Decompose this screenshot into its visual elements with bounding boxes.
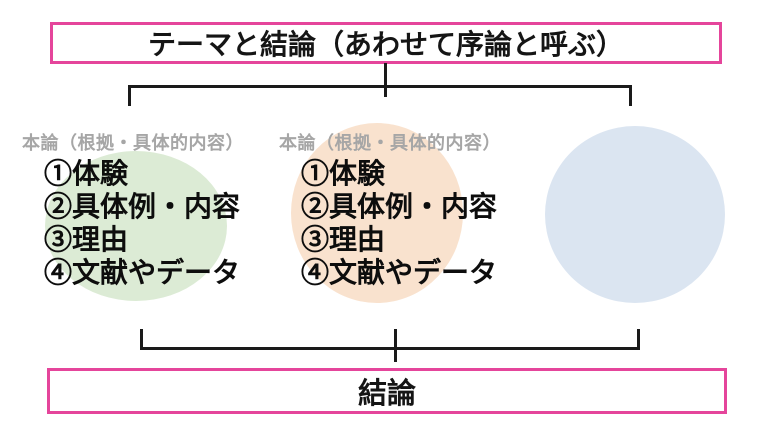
body-column-items: ①体験 ②具体例・内容 ③理由 ④文献やデータ xyxy=(301,157,501,289)
list-item: ④文献やデータ xyxy=(301,257,498,288)
list-item: ②具体例・内容 xyxy=(301,191,498,222)
conclusion-connector-line xyxy=(394,329,397,362)
body-column-heading: 本論（根拠・具体的内容） xyxy=(279,133,501,153)
bottom-bracket xyxy=(140,329,640,350)
body-column-items: ①体験 ②具体例・内容 ③理由 ④文献やデータ xyxy=(44,157,244,289)
body-column-heading: 本論（根拠・具体的内容） xyxy=(22,133,244,153)
body-circle-orange xyxy=(291,123,463,303)
list-item: ④文献やデータ xyxy=(44,257,241,288)
conclusion-box: 結論 xyxy=(47,368,727,414)
body-circle-green xyxy=(45,151,227,301)
intro-box-label: テーマと結論（あわせて序論と呼ぶ） xyxy=(147,29,624,60)
list-item: ③理由 xyxy=(44,224,129,255)
body-circle-blue xyxy=(545,126,725,303)
conclusion-box-label: 結論 xyxy=(357,378,416,410)
list-item: ③理由 xyxy=(301,224,386,255)
body-column-left: 本論（根拠・具体的内容） ①体験 ②具体例・内容 ③理由 ④文献やデータ xyxy=(22,129,244,289)
list-item: ②具体例・内容 xyxy=(44,191,241,222)
list-item: ①体験 xyxy=(44,158,129,189)
top-bracket xyxy=(128,85,632,106)
list-item: ①体験 xyxy=(301,158,386,189)
body-column-middle: 本論（根拠・具体的内容） ①体験 ②具体例・内容 ③理由 ④文献やデータ xyxy=(279,129,501,289)
intro-box: テーマと結論（あわせて序論と呼ぶ） xyxy=(50,22,722,64)
intro-connector-line xyxy=(384,63,387,97)
